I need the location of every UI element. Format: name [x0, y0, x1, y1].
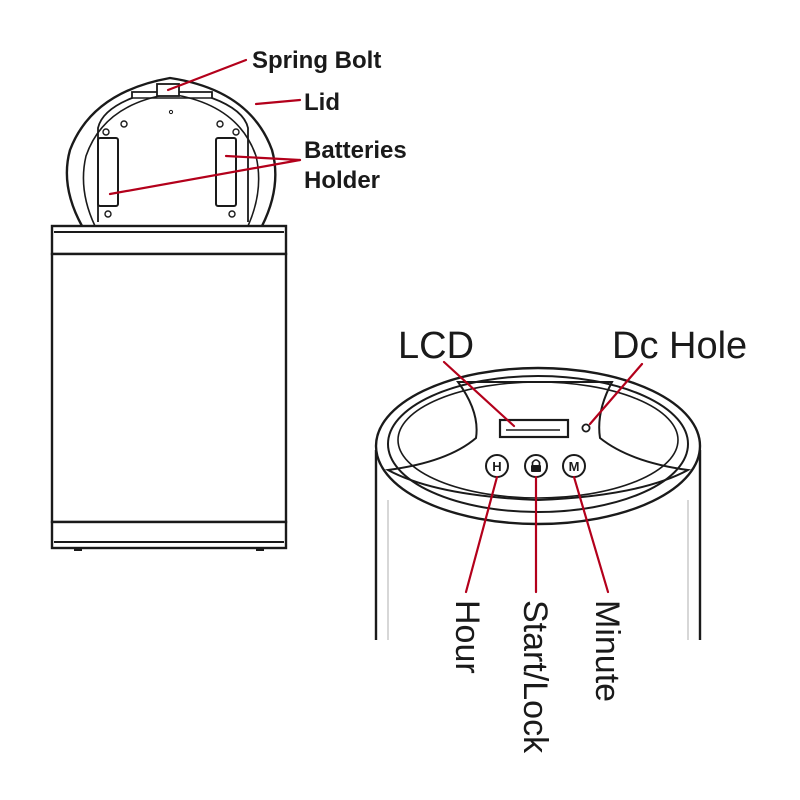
- lcd-screen: [498, 418, 570, 439]
- battery-holder-left: [97, 137, 119, 207]
- start-lock-button[interactable]: [524, 454, 548, 478]
- minute-button-letter: M: [569, 459, 580, 474]
- leader-minute: [572, 475, 610, 594]
- label-spring-bolt: Spring Bolt: [252, 47, 381, 74]
- leader-batteries-right: [224, 154, 302, 162]
- hour-button-letter: H: [492, 459, 501, 474]
- leader-batteries-left: [108, 158, 302, 196]
- label-lid: Lid: [304, 89, 340, 116]
- leader-hour: [464, 475, 499, 594]
- lid: [65, 76, 277, 227]
- label-start-lock: Start/Lock: [516, 600, 554, 754]
- label-lcd: LCD: [398, 325, 474, 367]
- label-dc-hole: Dc Hole: [612, 325, 747, 367]
- leader-dc-hole: [588, 362, 644, 426]
- right-view: H M LCD Dc Hole Hour Start/Lock Minute: [374, 325, 747, 754]
- hour-button[interactable]: H: [485, 454, 509, 478]
- label-batteries: Batteries: [304, 137, 407, 164]
- leader-spring-bolt: [166, 58, 248, 92]
- left-view: Spring Bolt Lid Batteries Holder: [50, 47, 407, 551]
- top-plate: [384, 381, 692, 502]
- leader-lid: [254, 98, 302, 106]
- label-holder: Holder: [304, 167, 380, 194]
- dc-hole: [581, 423, 591, 433]
- leader-lcd: [442, 360, 516, 428]
- can-body-left: [50, 224, 288, 551]
- lock-icon: [531, 459, 541, 472]
- label-minute: Minute: [588, 600, 626, 702]
- label-hour: Hour: [448, 600, 486, 674]
- minute-button[interactable]: M: [562, 454, 586, 478]
